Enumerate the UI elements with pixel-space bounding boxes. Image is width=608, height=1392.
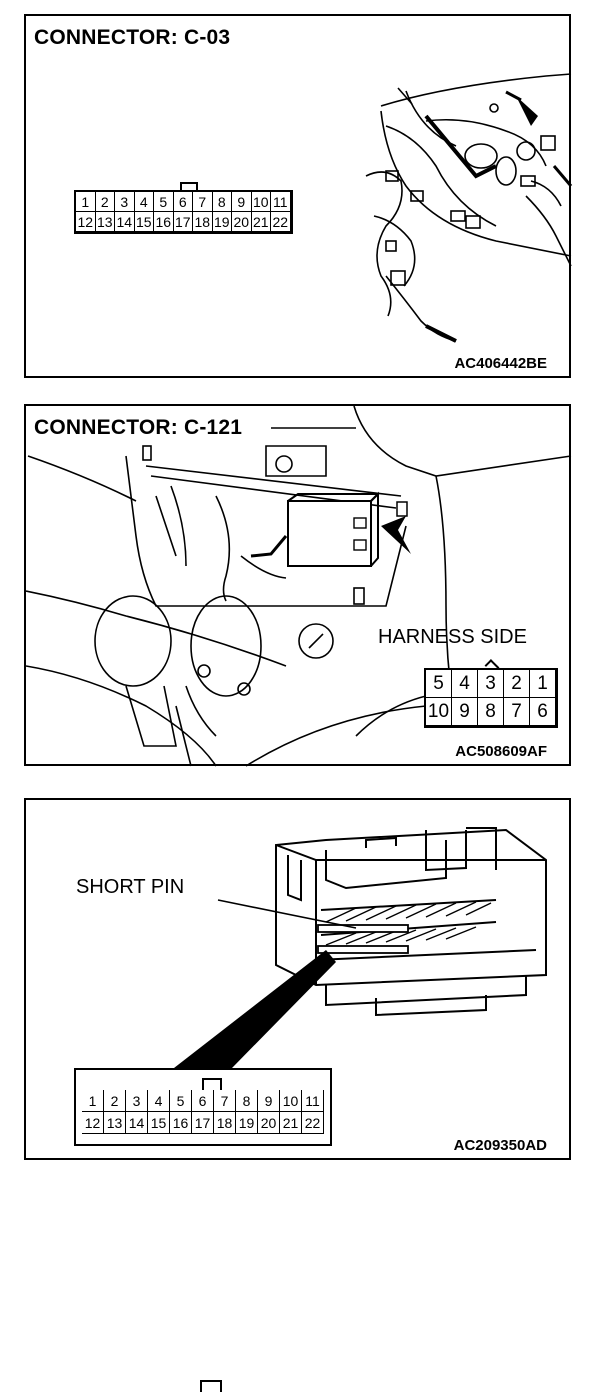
figure-code: AC508609AF [455,743,547,760]
pin: 7 [214,1090,236,1112]
pin: 16 [170,1112,192,1134]
pin: 1 [82,1090,104,1112]
pin: 15 [134,212,154,232]
pin: 12 [82,1112,104,1134]
panel-connector-c121: CONNECTOR: C-121 [24,404,572,767]
pin: 5 [154,192,174,212]
pin: 8 [212,192,232,212]
pin: 10 [426,698,452,726]
pin: 10 [280,1090,302,1112]
connector-c03-pinout: 1 2 3 4 5 6 7 8 9 10 11 12 13 14 15 16 1… [74,190,293,234]
pin: 12 [76,212,96,232]
connector-illustration [174,827,547,1068]
connector-key [180,182,198,193]
pin: 5 [170,1090,192,1112]
pin: 2 [504,670,530,698]
pin: 13 [95,212,115,232]
pin: 19 [236,1112,258,1134]
pin: 2 [95,192,115,212]
pin: 14 [115,212,135,232]
pin: 1 [76,192,96,212]
pin: 6 [192,1090,214,1112]
pin: 2 [104,1090,126,1112]
pin: 16 [154,212,174,232]
pin: 22 [271,212,291,232]
pin: 20 [232,212,252,232]
connector-key [200,1380,222,1392]
pin: 4 [134,192,154,212]
pin: 7 [193,192,213,212]
pin: 11 [302,1090,324,1112]
pin: 21 [251,212,271,232]
dashboard-harness-illustration [365,73,573,343]
figure-code: AC209350AD [453,1137,547,1154]
connector-c121-pinout: 5 4 3 2 1 10 9 8 7 6 [424,668,558,728]
pin: 8 [236,1090,258,1112]
pin: 14 [126,1112,148,1134]
panel-title: CONNECTOR: C-121 [34,416,243,439]
panel-connector-c03: CONNECTOR: C-03 [24,14,573,378]
pin: 17 [173,212,193,232]
pin: 15 [148,1112,170,1134]
pin: 9 [452,698,478,726]
pin: 4 [452,670,478,698]
pin: 9 [232,192,252,212]
pin: 10 [251,192,271,212]
pin: 20 [258,1112,280,1134]
pin: 3 [478,670,504,698]
pin: 7 [504,698,530,726]
connector-key-top [202,1078,222,1090]
pin: 17 [192,1112,214,1134]
pin: 1 [530,670,556,698]
pin: 4 [148,1090,170,1112]
pin: 18 [193,212,213,232]
pin: 6 [173,192,193,212]
pin: 22 [302,1112,324,1134]
pin: 6 [530,698,556,726]
pin: 18 [214,1112,236,1134]
pin: 3 [126,1090,148,1112]
harness-side-label: HARNESS SIDE [378,626,527,648]
pin: 5 [426,670,452,698]
pin: 21 [280,1112,302,1134]
pin: 13 [104,1112,126,1134]
pin: 19 [212,212,232,232]
panel-short-pin: SHORT PIN 1 2 3 4 5 6 7 8 9 10 11 12 13 … [24,798,571,1392]
pin: 8 [478,698,504,726]
short-pin-label: SHORT PIN [76,876,185,898]
pin: 11 [271,192,291,212]
console-shifter-illustration [26,406,572,767]
panel-title: CONNECTOR: C-03 [34,26,231,49]
pin: 9 [258,1090,280,1112]
figure-code: AC406442BE [454,355,547,372]
pin: 3 [115,192,135,212]
